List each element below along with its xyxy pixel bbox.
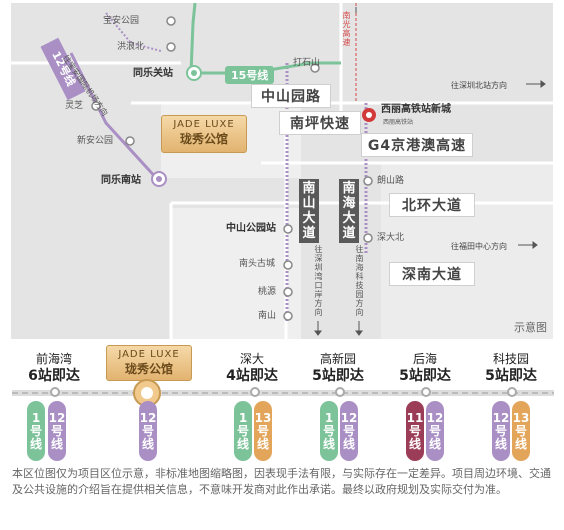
station-shenda-north: 深大北 (377, 233, 405, 243)
road-shennan: 深南大道 (389, 262, 475, 286)
watermark: 搜狐号@搜狐焦点邵阳站 (396, 507, 556, 523)
project-marker-icon (133, 379, 161, 407)
stop-marker (50, 387, 60, 397)
station-langshan-road: 朗山路 (377, 176, 405, 186)
brand-cn: 珑秀公馆 (179, 132, 228, 146)
stop-gaoxinyuan: 高新园 5站即达 (312, 352, 364, 384)
station-zhongshan-park: 中山公园站 (226, 223, 276, 234)
station-lingzhi: 灵芝 (65, 101, 84, 111)
dir-shenzhen-north: 往深圳北站方向 (451, 81, 507, 90)
station-dashi-shan: 打石山 (293, 58, 321, 68)
station-tongleguan: 同乐关站 (133, 68, 173, 79)
stop-kejiyuan: 科技园 5站即达 (485, 352, 537, 384)
station-hongliang-north: 洪浪北 (117, 42, 145, 52)
stop-qianhaiwan: 前海湾 6站即达 (28, 352, 80, 384)
stop-houhai: 后海 5站即达 (399, 352, 451, 384)
dir-nanguang: 南光高速 (342, 11, 351, 47)
location-map: 12号线 往宝安国际机场方向 宝安公园 洪浪北 同乐关站 灵芝 新安公园 同乐南… (11, 3, 553, 339)
stop-marker (250, 387, 260, 397)
road-g4: G4京港澳高速 (361, 133, 473, 157)
station-nanshan: 南山 (258, 311, 277, 321)
road-beihuan: 北环大道 (389, 193, 475, 217)
station-tongle-south: 同乐南站 (101, 175, 141, 186)
stop-shenda: 深大 4站即达 (226, 352, 278, 384)
station-xili-hsr: 西丽高铁站新城 (381, 104, 451, 115)
brand-en-bottom: JADE LUXE (118, 349, 180, 360)
project-brand-badge: JADE LUXE 珑秀公馆 (161, 115, 247, 153)
stop-marker (335, 387, 345, 397)
station-taoyuan: 桃源 (258, 287, 277, 297)
station-baoan-park: 宝安公园 (103, 16, 140, 26)
road-zhongshanyuan: 中山园路 (251, 84, 331, 108)
dir-shenzhen-bay: 往深圳湾口岸方向 (314, 245, 323, 317)
schematic-label: 示意图 (514, 321, 547, 334)
project-brand-badge-bottom: JADE LUXE 珑秀公馆 (106, 345, 192, 381)
brand-en: JADE LUXE (173, 119, 235, 130)
disclaimer-note: 本区位图仅为项目区位示意，非标准地图缩略图，因表现手法有限，与实际存在一定差异。… (12, 467, 551, 496)
road-nanping: 南坪快速 (279, 111, 361, 135)
dir-nanhai-tech: 往南海科技园方向 (355, 245, 364, 317)
line15-label: 15号线 (225, 66, 275, 84)
road-nanshan-da: 南山大道 (299, 179, 319, 243)
map-base-graphics (11, 3, 553, 339)
station-xili-hsr-sub: 西丽高铁站 (383, 119, 414, 126)
stop-marker (421, 387, 431, 397)
station-xinan-park: 新安公园 (77, 136, 114, 146)
track-dashes (12, 392, 554, 394)
road-nanhai-da: 南海大道 (339, 179, 359, 243)
dir-futian-cbd: 往福田中心方向 (451, 242, 507, 251)
interchange-icon (151, 65, 202, 187)
stop-marker (507, 387, 517, 397)
brand-cn-bottom: 珑秀公馆 (124, 362, 173, 376)
station-nantou-gucheng: 南头古城 (239, 259, 276, 269)
